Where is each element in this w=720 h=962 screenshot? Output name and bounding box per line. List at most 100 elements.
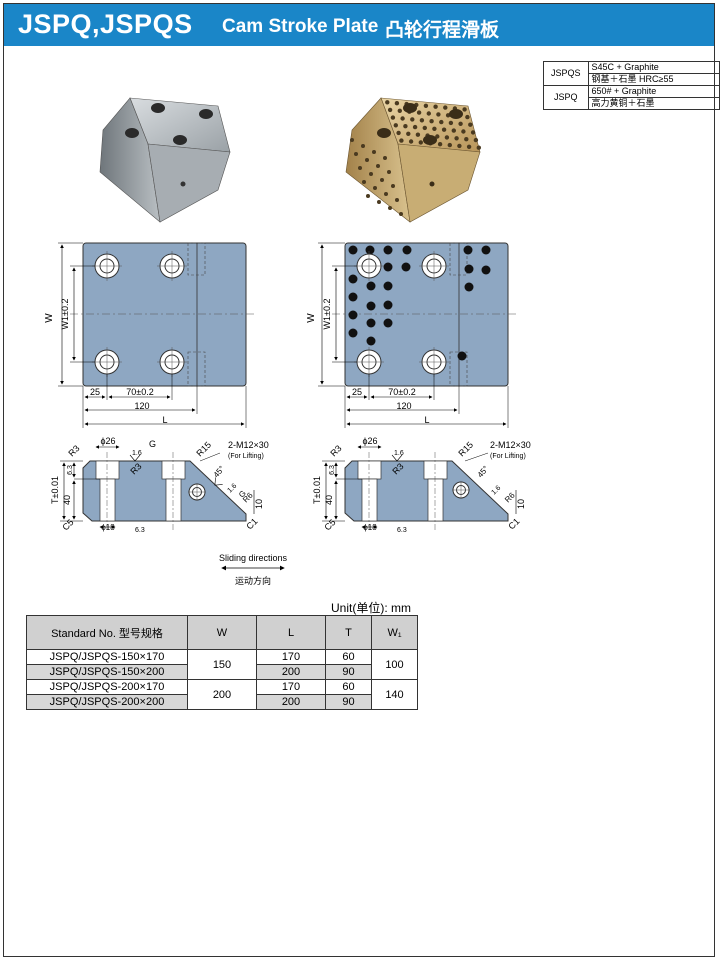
- header-l: L: [256, 615, 326, 650]
- graphite-plug: [361, 144, 365, 148]
- cell-t: 60: [325, 649, 372, 665]
- dim-thread: 2-M12×30: [490, 440, 531, 450]
- graphite-plug: [399, 212, 403, 216]
- cell-l: 170: [256, 679, 326, 695]
- dim-roughness: 1.6: [226, 483, 238, 495]
- graphite-plug: [451, 128, 456, 133]
- material-code: JSPQ: [543, 85, 589, 110]
- cell-l: 170: [256, 649, 326, 665]
- counterbore-hole: [92, 251, 122, 281]
- cell-standard-no: JSPQ/JSPQS-200×200: [26, 694, 188, 710]
- counterbore-hole: [157, 347, 187, 377]
- graphite-plug: [394, 101, 400, 106]
- dim-45deg: 45°: [212, 464, 227, 479]
- material-row: JSPQ 650# + Graphite: [543, 85, 720, 110]
- header-standard-no: Standard No. 型号规格: [26, 615, 188, 650]
- product-code: JSPQ,JSPQS: [18, 9, 193, 39]
- graphite-plug: [372, 150, 376, 154]
- graphite-plug: [468, 122, 473, 127]
- graphite-plug: [406, 131, 411, 136]
- graphite-plug: [464, 137, 469, 142]
- product-title-en: Cam Stroke Plate: [222, 16, 379, 37]
- dim-40: 40: [62, 495, 72, 505]
- side-view-left: ϕ26 G 1.6 R15 2-M12×30 (For Lifting) R3 …: [50, 436, 269, 534]
- graphite-plug: [384, 192, 388, 196]
- graphite-plug: [350, 138, 354, 142]
- table-row: JSPQ/JSPQS-200×170 200 170 60 140: [26, 679, 418, 710]
- dim-offset: 25: [90, 387, 100, 397]
- graphite-plug: [476, 145, 481, 150]
- dim-c1: C1: [506, 516, 521, 531]
- graphite-plug: [362, 180, 366, 184]
- table-header: Standard No. 型号规格 W L T W₁: [26, 615, 418, 650]
- material-table: JSPQS S45C + Graphite 钢基＋石墨 HRC≥55 JSPQ …: [543, 61, 720, 110]
- page-header: JSPQ,JSPQS Cam Stroke Plate 凸轮行程滑板: [4, 4, 714, 46]
- graphite-plug: [387, 170, 391, 174]
- dim-offset: 25: [352, 387, 362, 397]
- graphite-plug: [422, 125, 427, 131]
- graphite-plug: [416, 110, 422, 115]
- graphite-plug: [470, 130, 476, 135]
- graphite-plug: [426, 111, 431, 116]
- graphite-plug: [437, 142, 443, 147]
- side-view-right: ϕ26 1.6 R15 2-M12×30 (For Lifting) R3 R3…: [312, 436, 531, 534]
- table-row: JSPQ/JSPQS-150×170 150 170 60 100: [26, 649, 418, 680]
- graphite-plug: [396, 130, 401, 136]
- counterbore-hole: [157, 251, 187, 281]
- graphite-plug: [377, 200, 381, 204]
- cell-w: 150: [187, 649, 257, 680]
- dim-phi26: ϕ26: [362, 436, 377, 446]
- material-desc-cn: 高力黄铜＋石墨: [587, 97, 720, 110]
- graphite-plug: [391, 184, 395, 188]
- graphite-plugs: [348, 245, 491, 361]
- graphite-plug: [366, 194, 370, 198]
- cell-t: 90: [325, 664, 372, 680]
- graphite-plug: [400, 116, 405, 121]
- graphite-plug: [441, 127, 447, 132]
- graphite-plug: [435, 134, 440, 139]
- dim-6-3: 6.3: [397, 527, 407, 534]
- graphite-plug: [462, 107, 467, 112]
- dim-phi18: ϕ18: [363, 523, 377, 532]
- table-row: JSPQ/JSPQS-200×200 200 90: [26, 694, 418, 710]
- cell-standard-no: JSPQ/JSPQS-150×170: [26, 649, 188, 665]
- dim-pitch: 70±0.2: [126, 387, 153, 397]
- dim-w: W: [306, 313, 317, 323]
- graphite-plug: [399, 138, 404, 143]
- dim-c5: C5: [60, 517, 75, 532]
- dim-c1: C1: [244, 516, 259, 531]
- sliding-direction: Sliding directions 运动方向: [219, 553, 288, 587]
- graphite-plug: [387, 107, 393, 113]
- top-view-right: W W1±0.2 25 70±0.2 120 L: [306, 242, 516, 428]
- dim-phi18: ϕ18: [101, 523, 115, 532]
- graphite-plug: [415, 132, 421, 137]
- dim-6-3: 6.3: [67, 465, 74, 475]
- graphite-plug: [365, 158, 369, 162]
- graphite-plug: [465, 114, 470, 120]
- dim-r3: R3: [328, 443, 343, 458]
- dim-roughness: 1.6: [132, 450, 142, 457]
- steel-block-image: [99, 97, 231, 223]
- graphite-plug: [447, 142, 452, 148]
- dim-g: G: [149, 439, 156, 449]
- graphite-plug: [380, 178, 384, 182]
- counterbore-hole: [419, 251, 449, 281]
- cell-l: 200: [256, 664, 326, 680]
- graphite-plug: [388, 206, 392, 210]
- dim-10: 10: [254, 499, 264, 509]
- graphite-plug: [436, 112, 441, 117]
- dim-roughness: 1.6: [490, 485, 502, 497]
- dim-r6: R6: [503, 490, 517, 504]
- dim-r15: R15: [456, 440, 475, 459]
- cell-standard-no: JSPQ/JSPQS-200×170: [26, 679, 188, 695]
- graphite-plug: [410, 117, 415, 122]
- dim-w: W: [44, 313, 55, 323]
- header-w1: W₁: [371, 615, 418, 650]
- graphite-plug: [433, 104, 438, 109]
- dim-l: L: [424, 415, 429, 425]
- graphite-plug: [466, 144, 472, 149]
- page-frame: [3, 3, 715, 957]
- dimension-table: Standard No. 型号规格 W L T W₁ JSPQ/JSPQS-15…: [26, 615, 418, 710]
- dim-r3: R3: [66, 443, 81, 458]
